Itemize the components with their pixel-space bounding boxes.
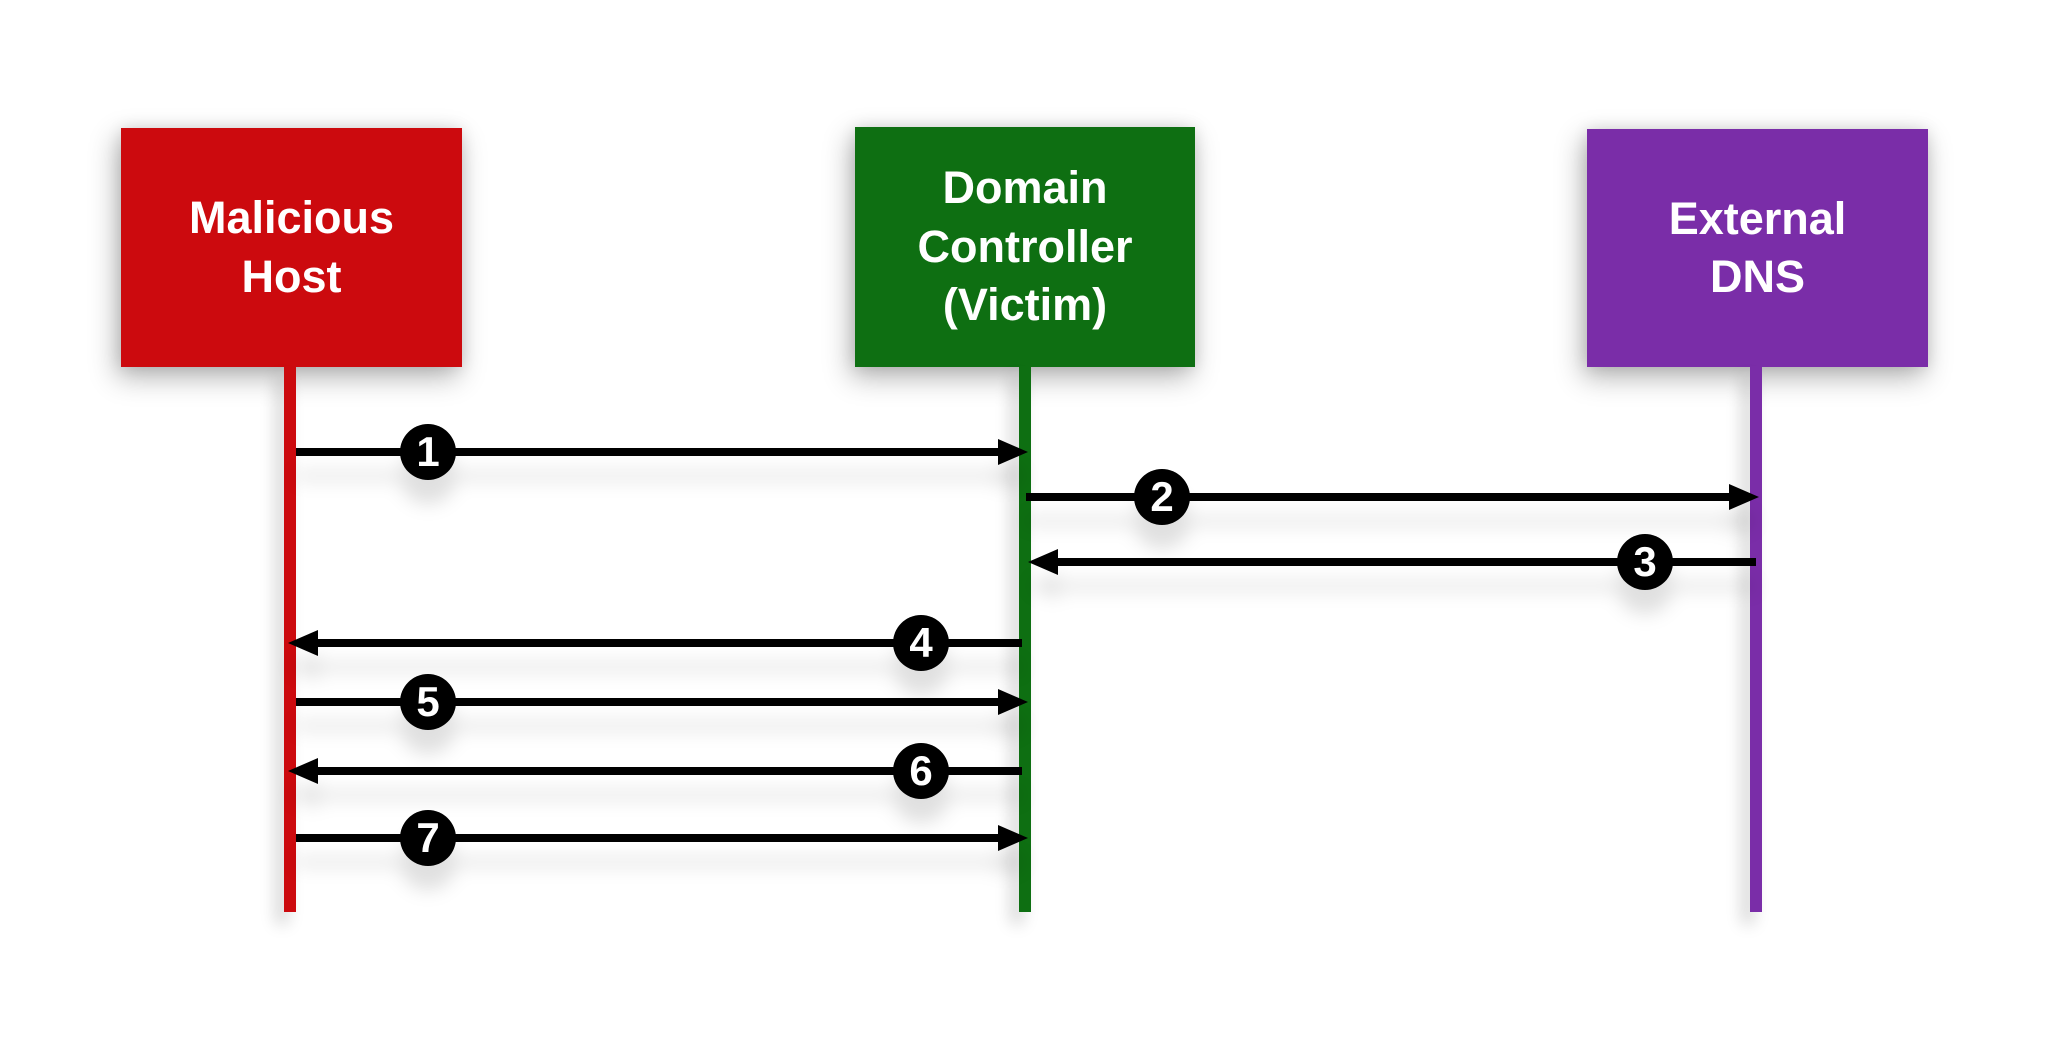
arrowhead-left-icon (1028, 549, 1058, 575)
arrow-shaft (1052, 558, 1756, 566)
lifeline-external-dns (1750, 366, 1762, 912)
actor-label-line: (Victim) (942, 279, 1108, 331)
message-badge-2: 2 (1134, 469, 1190, 525)
arrow-shaft (296, 448, 1004, 456)
arrow-shaft (296, 834, 1004, 842)
message-badge-7: 7 (400, 810, 456, 866)
message-number: 2 (1150, 473, 1174, 520)
actor-label-line: Malicious (188, 192, 395, 243)
actor-label-line: Domain (942, 162, 1108, 214)
arrowhead-left-icon (288, 758, 318, 784)
actor-label-line: DNS (1709, 251, 1805, 302)
message-badge-1: 1 (400, 424, 456, 480)
message-number: 3 (1633, 538, 1657, 585)
message-badge-4: 4 (893, 615, 949, 671)
arrowhead-right-icon (1729, 484, 1759, 510)
actor-label-line: Host (241, 250, 342, 302)
arrow-shaft (296, 698, 1004, 706)
message-badge-6: 6 (893, 743, 949, 799)
arrowhead-left-icon (288, 630, 318, 656)
message-badge-3: 3 (1617, 534, 1673, 590)
arrow-shaft (1026, 493, 1735, 501)
actor-box-external-dns: External DNS (1587, 129, 1928, 367)
arrow-shaft (312, 639, 1022, 647)
actor-label-line: Controller (917, 220, 1133, 272)
message-number: 5 (416, 678, 440, 725)
message-number: 7 (416, 814, 440, 861)
message-number: 6 (909, 747, 933, 794)
message-badge-5: 5 (400, 674, 456, 730)
arrowhead-right-icon (998, 439, 1028, 465)
arrow-shaft (312, 767, 1022, 775)
arrowhead-right-icon (998, 689, 1028, 715)
actor-label-line: External (1668, 192, 1847, 244)
message-number: 1 (416, 428, 440, 475)
lifeline-domain-controller (1019, 366, 1031, 912)
actor-box-malicious-host: Malicious Host (121, 128, 462, 367)
message-number: 4 (909, 619, 933, 666)
actor-box-domain-controller: Domain Controller (Victim) (855, 127, 1195, 367)
arrowhead-right-icon (998, 825, 1028, 851)
